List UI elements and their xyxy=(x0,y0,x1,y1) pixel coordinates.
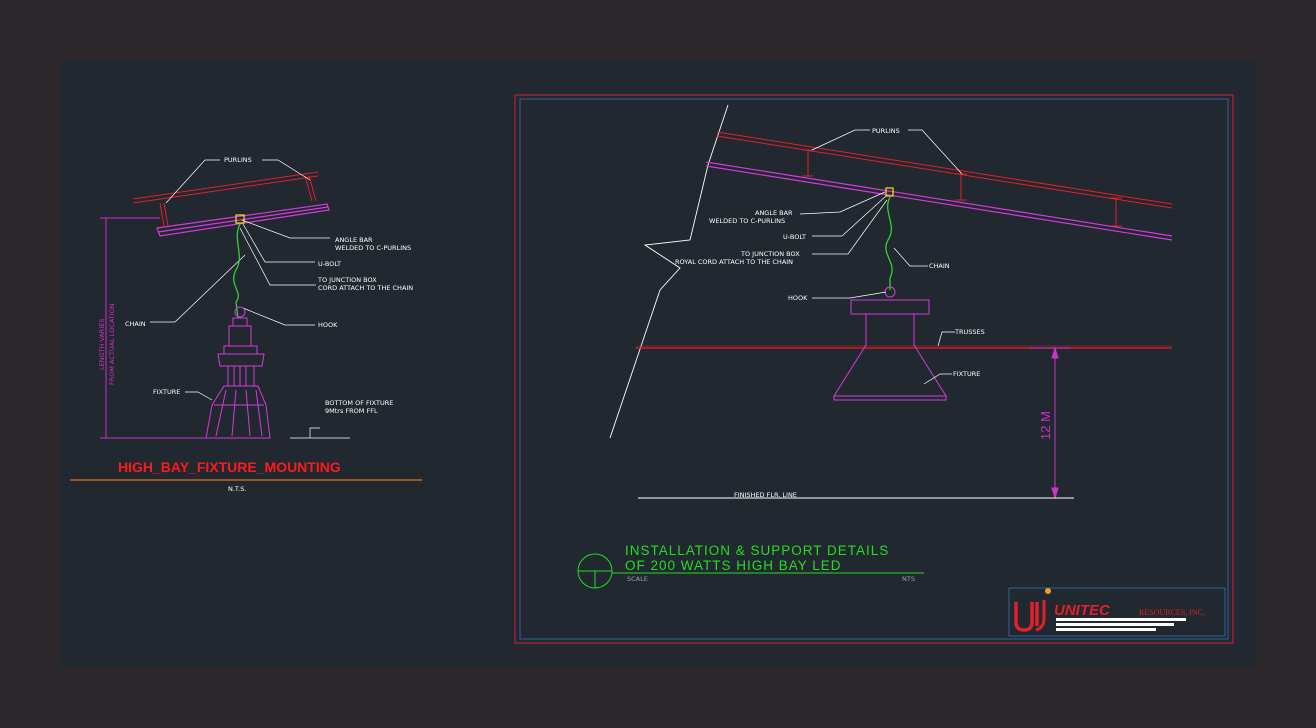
company-logo: UNITEC RESOURCES, INC. xyxy=(1008,587,1226,637)
left-angle-bar xyxy=(156,203,330,237)
left-label-chain: CHAIN xyxy=(125,320,146,328)
drawing-area xyxy=(60,60,1257,668)
left-label-junction-2: CORD ATTACH TO THE CHAIN xyxy=(318,284,413,292)
left-label-fixture: FIXTURE xyxy=(153,388,180,396)
logo-suffix: RESOURCES, INC. xyxy=(1139,608,1205,617)
right-label-u-bolt: U-BOLT xyxy=(783,233,806,241)
right-label-trusses: TRUSSES xyxy=(954,328,985,336)
right-scale-value: NTS xyxy=(902,575,915,583)
left-detail-scale: N.T.S. xyxy=(228,485,246,493)
logo-brand: UNITEC xyxy=(1054,602,1111,619)
right-label-purlins: PURLINS xyxy=(872,127,900,135)
left-label-length-2: FROM ACTUAL LOCATION xyxy=(108,303,116,385)
right-label-junction: TO JUNCTION BOX xyxy=(740,250,800,258)
right-chain xyxy=(885,196,893,290)
left-label-bottom-2: 9Mtrs FROM FFL xyxy=(325,407,378,415)
left-label-u-bolt: U-BOLT xyxy=(318,260,341,268)
left-label-junction: TO JUNCTION BOX xyxy=(317,276,377,284)
left-purlins xyxy=(132,171,319,227)
right-u-bolt xyxy=(885,187,894,197)
left-label-length: LENGTH VARIES xyxy=(98,319,106,370)
left-dimension xyxy=(100,217,210,439)
left-label-purlins: PURLINS xyxy=(224,156,252,164)
right-detail-title-2: OF 200 WATTS HIGH BAY LED xyxy=(625,558,842,573)
right-label-floor: FINISHED FLR. LINE xyxy=(734,491,797,499)
right-label-hook: HOOK xyxy=(788,294,808,302)
left-detail: PURLINS ANGLE BAR WELDED TO C-PURLINS U-… xyxy=(70,156,422,493)
right-detail: 12 M PURLINS ANGLE BAR WELDED TO C-PURLI… xyxy=(514,94,1234,644)
left-label-bottom: BOTTOM OF FIXTURE xyxy=(325,399,393,407)
left-fixture xyxy=(205,306,271,439)
right-label-chain: CHAIN xyxy=(929,262,950,270)
left-label-angle-bar: ANGLE BAR xyxy=(335,236,373,244)
left-chain xyxy=(233,223,241,319)
right-label-fixture: FIXTURE xyxy=(953,370,980,378)
right-scale-label: SCALE xyxy=(627,575,648,583)
sheet-border-outer xyxy=(514,94,1234,644)
left-label-hook: HOOK xyxy=(318,321,338,329)
right-angle-bar xyxy=(705,161,1173,241)
right-title-symbol xyxy=(577,553,924,589)
sheet-border-inner xyxy=(519,98,1229,640)
left-u-bolt xyxy=(235,214,245,224)
right-label-angle-bar-2: WELDED TO C-PURLINS xyxy=(709,217,785,225)
right-dimension xyxy=(1030,346,1070,500)
right-label-angle-bar: ANGLE BAR xyxy=(755,209,793,217)
left-detail-title: HIGH_BAY_FIXTURE_MOUNTING xyxy=(118,459,341,475)
right-fixture xyxy=(833,286,947,401)
right-dimension-label: 12 M xyxy=(1038,411,1053,440)
right-break-line xyxy=(609,104,729,439)
right-purlins xyxy=(716,131,1173,227)
right-detail-title-1: INSTALLATION & SUPPORT DETAILS xyxy=(625,543,889,558)
right-label-junction-2: ROYAL CORD ATTACH TO THE CHAIN xyxy=(675,258,793,266)
left-label-angle-bar-2: WELDED TO C-PURLINS xyxy=(335,244,411,252)
